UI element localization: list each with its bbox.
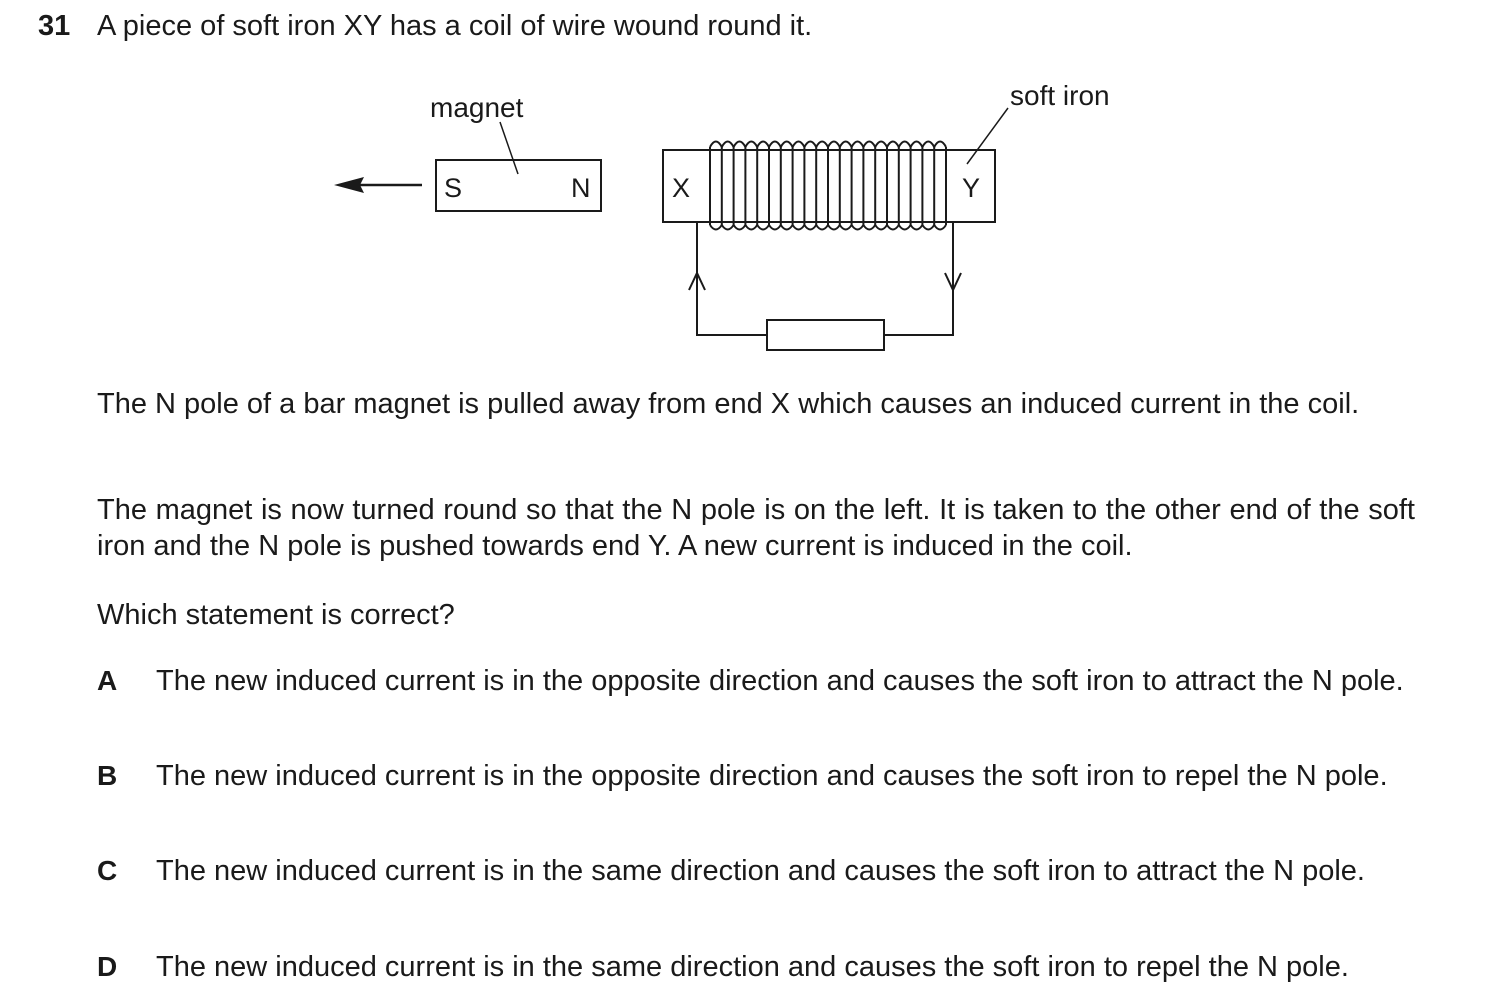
iron-end-y: Y [962, 173, 980, 203]
magnet-pole-n: N [571, 173, 591, 203]
iron-end-x: X [672, 173, 690, 203]
paragraph-prompt: Which statement is correct? [97, 599, 455, 631]
magnet-pole-s: S [444, 173, 462, 203]
induction-diagram: magnet S N X Y soft iron [334, 80, 1110, 351]
resistor [766, 319, 885, 351]
wire-coil [709, 140, 947, 231]
option-a-letter[interactable]: A [97, 665, 118, 696]
current-arrow-up [688, 270, 706, 291]
current-arrow-down [944, 272, 962, 293]
magnet-label: magnet [430, 92, 524, 123]
option-b-letter[interactable]: B [97, 760, 118, 791]
option-a-text[interactable]: The new induced current is in the opposi… [156, 665, 1404, 697]
option-b-text[interactable]: The new induced current is in the opposi… [156, 760, 1388, 792]
option-c-text[interactable]: The new induced current is in the same d… [156, 855, 1365, 887]
paragraph-setup: The N pole of a bar magnet is pulled awa… [97, 388, 1360, 420]
magnet-label-leader [499, 121, 519, 175]
pull-direction-arrow [334, 177, 422, 193]
option-d-letter[interactable]: D [97, 951, 118, 982]
question-number: 31 [38, 10, 71, 42]
paragraph-new-situation: The magnet is now turned round so that t… [97, 494, 1415, 562]
bar-magnet [435, 159, 602, 212]
option-d-text[interactable]: The new induced current is in the same d… [156, 951, 1349, 983]
soft-iron-label: soft iron [1010, 80, 1110, 111]
circuit-wires [696, 222, 954, 336]
soft-iron-leader [966, 107, 1009, 165]
question-stem: A piece of soft iron XY has a coil of wi… [97, 10, 813, 42]
option-c-letter[interactable]: C [97, 855, 118, 886]
